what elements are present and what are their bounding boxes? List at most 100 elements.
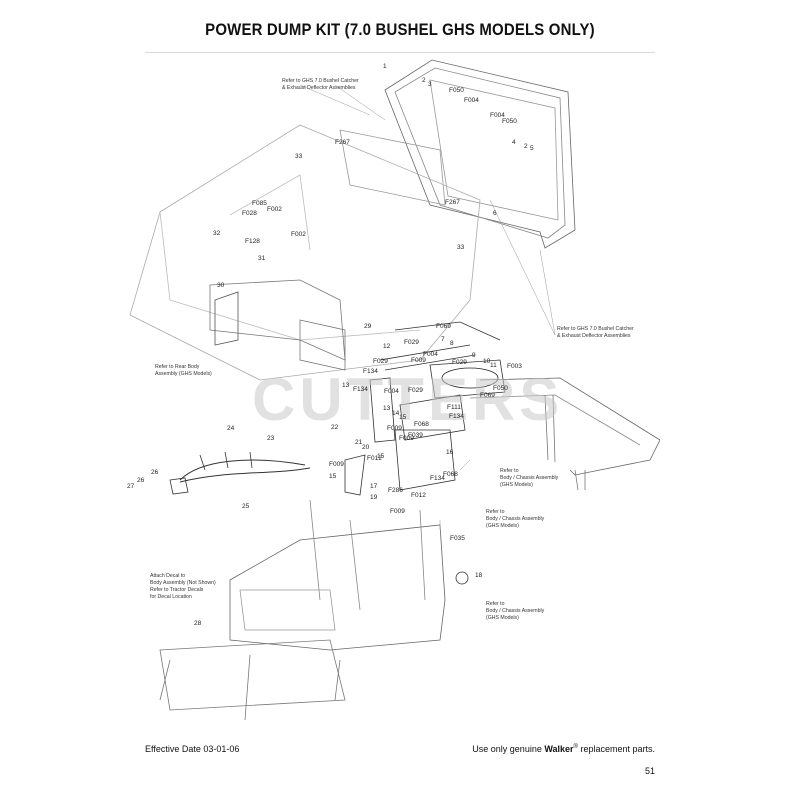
- page-number: 51: [644, 766, 655, 776]
- callout: F009: [399, 435, 414, 442]
- callout: 13: [383, 405, 391, 412]
- linework: [129, 59, 660, 721]
- callout: F035: [450, 535, 465, 542]
- note-chassis1-line1: Refer to: [500, 468, 519, 474]
- note-catcher-right-line2: & Exhaust Deflector Assemblies: [557, 333, 631, 339]
- callout: 32: [213, 230, 221, 237]
- callout: 18: [475, 572, 483, 579]
- callout: 25: [242, 503, 250, 510]
- note-chassis3-line2: Body / Chassis Assembly: [486, 608, 545, 614]
- note-decal-line4: for Decal Location: [150, 594, 192, 600]
- exploded-parts-diagram: CUTTERS Refer to GHS 7.0 Bushel Catcher …: [127, 59, 660, 721]
- callout: 31: [258, 255, 266, 262]
- callout: F039: [408, 432, 423, 439]
- callout: F009: [387, 425, 402, 432]
- callout: 2: [422, 77, 426, 84]
- note-rear-body-line1: Refer to Rear Body: [155, 364, 200, 370]
- callout: F009: [390, 508, 405, 515]
- callout: 15: [377, 453, 385, 460]
- callout: F111: [447, 404, 461, 411]
- callout: F002: [267, 206, 282, 213]
- callout: F050: [493, 385, 508, 392]
- callout: F267: [335, 139, 350, 146]
- callout: 21: [355, 439, 363, 446]
- note-chassis2-line1: Refer to: [486, 509, 505, 515]
- callout: 27: [127, 483, 135, 490]
- callout: 19: [370, 494, 378, 501]
- callout: F012: [411, 492, 426, 499]
- callout: F267: [445, 199, 460, 206]
- watermark: CUTTERS: [252, 366, 563, 433]
- note-catcher-top-line2: & Exhaust Deflector Assemblies: [282, 85, 356, 91]
- callout: F128: [245, 238, 260, 245]
- callout: 11: [490, 362, 497, 369]
- callout: F029: [408, 387, 423, 394]
- effective-date: Effective Date 03-01-06: [145, 744, 240, 754]
- genuine-parts-note: Use only genuine Walker® replacement par…: [472, 744, 655, 754]
- callout: 15: [329, 473, 337, 480]
- callout: F009: [411, 357, 426, 364]
- callout: F029: [404, 339, 419, 346]
- callout: F002: [291, 231, 306, 238]
- callout: F134: [353, 386, 368, 393]
- callout: 30: [217, 282, 225, 289]
- note-decal-line2: Body Assembly (Not Shown): [150, 580, 216, 586]
- note-prefix: Use only genuine: [472, 744, 545, 754]
- title-divider: [145, 52, 655, 53]
- callout: 24: [227, 425, 235, 432]
- note-chassis1-line2: Body / Chassis Assembly: [500, 475, 559, 481]
- note-decal-line1: Attach Decal to: [150, 573, 185, 579]
- callout: 33: [295, 153, 303, 160]
- note-chassis3-line1: Refer to: [486, 601, 505, 607]
- callout: 1: [383, 63, 387, 70]
- callout: 3: [428, 81, 432, 88]
- callout: 13: [342, 382, 350, 389]
- callout: 2: [524, 143, 528, 150]
- note-chassis3-line3: (GHS Models): [486, 615, 519, 621]
- callout: F134: [363, 368, 378, 375]
- note-suffix: replacement parts.: [577, 744, 655, 754]
- callout: F029: [452, 359, 467, 366]
- callout: F004: [384, 388, 399, 395]
- callout: 6: [493, 210, 497, 217]
- registered-mark: ®: [573, 744, 578, 750]
- callout: 8: [450, 340, 454, 347]
- reference-notes: Refer to GHS 7.0 Bushel Catcher & Exhaus…: [150, 78, 634, 621]
- callout: 9: [472, 352, 476, 359]
- callout: 26: [151, 469, 159, 476]
- callout: 20: [362, 444, 370, 451]
- callout: 23: [267, 435, 275, 442]
- callout: F068: [414, 421, 429, 428]
- note-catcher-right-line1: Refer to GHS 7.0 Bushel Catcher: [557, 326, 634, 332]
- callout: F050: [449, 87, 464, 94]
- callout: 4: [512, 139, 516, 146]
- callout: F286: [388, 487, 403, 494]
- note-chassis1-line3: (GHS Models): [500, 482, 533, 488]
- callout: 29: [364, 323, 372, 330]
- callout: F009: [329, 461, 344, 468]
- brand-name: Walker: [544, 744, 574, 754]
- callout: F004: [464, 97, 479, 104]
- callout: F004: [490, 112, 505, 119]
- note-chassis2-line3: (GHS Models): [486, 523, 519, 529]
- callout: F069: [436, 323, 451, 330]
- callout: 17: [370, 483, 378, 490]
- callout: 7: [441, 336, 445, 343]
- part-callouts: 1 2 3 F050 F004 F004 F050 4 2 5 33 F267 …: [127, 63, 534, 627]
- callout: F134: [430, 475, 445, 482]
- callout: 26: [137, 477, 145, 484]
- callout: 28: [194, 620, 202, 627]
- callout: F134: [449, 413, 464, 420]
- callout: F003: [507, 363, 522, 370]
- callout: 16: [446, 449, 454, 456]
- callout: F028: [242, 210, 257, 217]
- note-catcher-top-line1: Refer to GHS 7.0 Bushel Catcher: [282, 78, 359, 84]
- callout: F068: [443, 471, 458, 478]
- callout: F012: [367, 455, 382, 462]
- callout: 12: [383, 343, 391, 350]
- callout: F050: [502, 118, 517, 125]
- callout: 10: [483, 358, 491, 365]
- note-decal-line3: Refer to Tractor Decals: [150, 587, 204, 593]
- callout: 33: [457, 244, 465, 251]
- callout: 14: [392, 410, 400, 417]
